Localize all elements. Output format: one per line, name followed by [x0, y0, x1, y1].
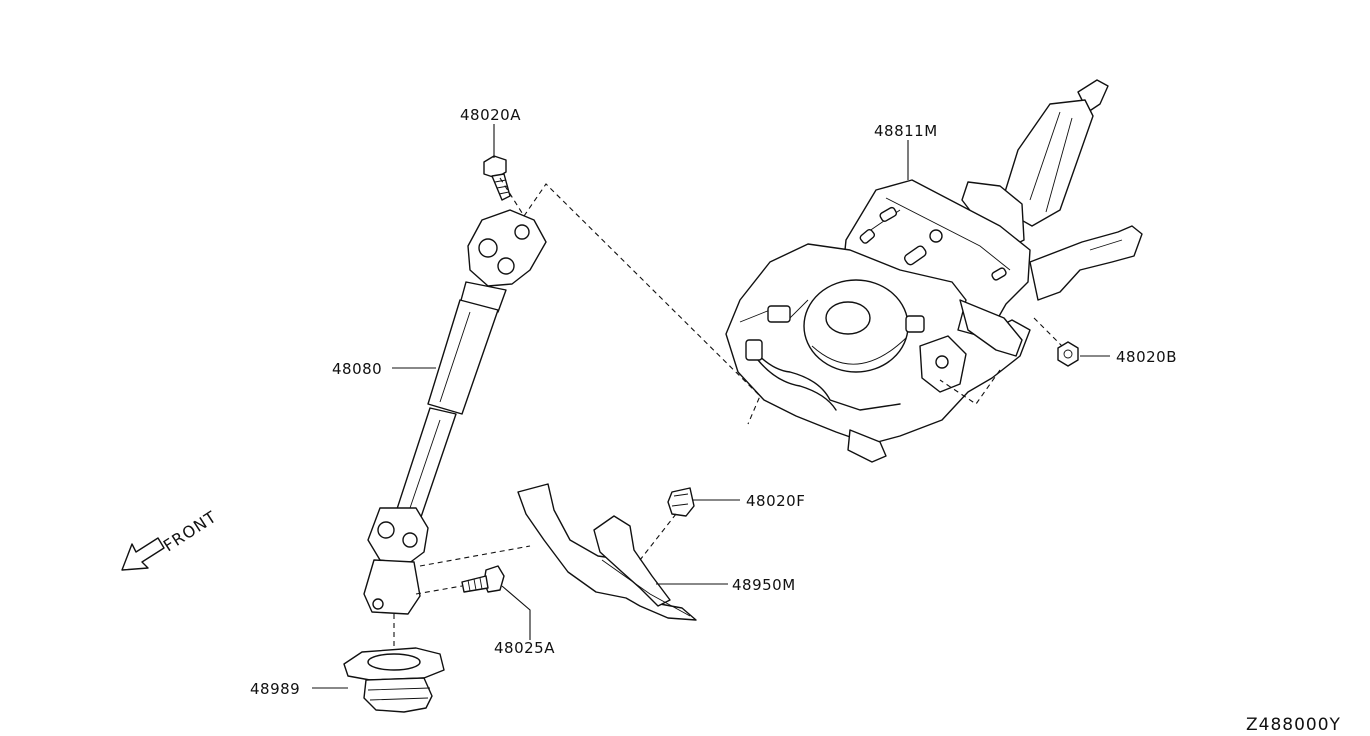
clip-48020f[interactable]	[667, 487, 695, 517]
callout-48811m: 48811M	[874, 122, 938, 140]
callout-48020f: 48020F	[746, 492, 805, 510]
nut-48020b[interactable]	[1057, 341, 1079, 367]
bolt-48025a[interactable]	[461, 565, 505, 593]
front-arrow-icon	[121, 537, 165, 571]
callout-48020a: 48020A	[460, 106, 521, 124]
column-cover-48950m[interactable]	[517, 483, 697, 621]
leader-lines	[312, 124, 1110, 689]
intermediate-shaft[interactable]	[363, 209, 547, 615]
callout-48025a: 48025A	[494, 639, 555, 657]
diagram-code: Z488000Y	[1246, 715, 1341, 735]
front-direction-indicator: FRONT	[121, 507, 220, 571]
boot-seal-48989[interactable]	[343, 647, 445, 713]
assembly-dashed-lines	[393, 177, 1063, 648]
steering-column-assembly[interactable]	[725, 79, 1143, 463]
bolt-48020a[interactable]	[483, 155, 511, 201]
callout-48989: 48989	[250, 680, 300, 698]
callout-48080: 48080	[332, 360, 382, 378]
front-label: FRONT	[160, 507, 220, 555]
callout-48020b: 48020B	[1116, 348, 1177, 366]
callout-48950m: 48950M	[732, 576, 796, 594]
